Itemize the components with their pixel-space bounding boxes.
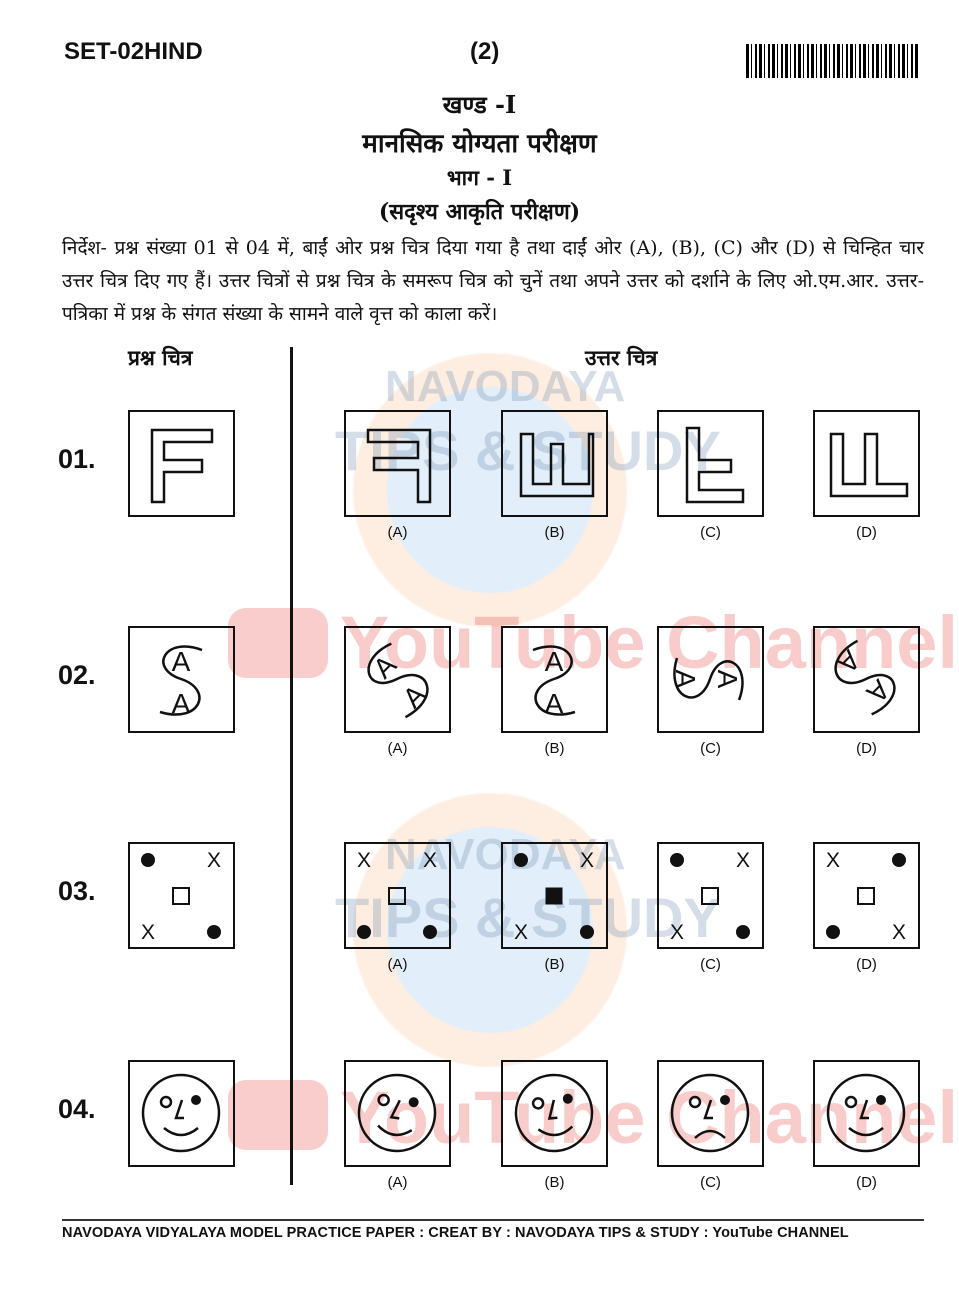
answer-figure-smiley-face[interactable] bbox=[344, 1060, 451, 1167]
option-label: (A) bbox=[387, 1174, 408, 1191]
svg-text:X: X bbox=[357, 849, 371, 872]
answer-figure-smiley-face[interactable] bbox=[501, 1060, 608, 1167]
footer-text: NAVODAYA VIDYALAYA MODEL PRACTICE PAPER … bbox=[62, 1225, 849, 1241]
option-label: (B) bbox=[544, 524, 565, 541]
barcode bbox=[746, 44, 918, 78]
option-label: (D) bbox=[856, 1174, 877, 1191]
dots-crosses-icon: XX bbox=[670, 849, 750, 944]
youtube-play-icon bbox=[228, 608, 328, 678]
svg-text:X: X bbox=[736, 849, 750, 872]
subject-title: मानसिक योग्यता परीक्षण bbox=[362, 129, 597, 159]
question-number: 03. bbox=[58, 876, 96, 906]
answer-figure-smiley-face[interactable] bbox=[657, 1060, 764, 1167]
option-label: (A) bbox=[387, 740, 408, 757]
option-label: (C) bbox=[700, 1174, 721, 1191]
smiley-face-icon bbox=[357, 1073, 437, 1153]
watermark-sun-icon bbox=[330, 770, 650, 1090]
option-label: (A) bbox=[387, 524, 408, 541]
dots-crosses-icon: XX bbox=[141, 849, 221, 944]
svg-text:A: A bbox=[172, 688, 191, 719]
watermark-text: TIPS & STUDY bbox=[335, 886, 721, 949]
part-title: भाग - I bbox=[446, 165, 513, 190]
option-label: (C) bbox=[700, 524, 721, 541]
question-figure-f-shape bbox=[128, 410, 235, 517]
answer-figure-f-shape[interactable] bbox=[344, 410, 451, 517]
watermark-youtube-text: YouTube Channel bbox=[340, 1076, 959, 1159]
svg-text:A: A bbox=[172, 646, 191, 677]
question-number: 01. bbox=[58, 444, 96, 474]
smiley-face-icon bbox=[670, 1073, 750, 1153]
s-curve-letters-icon: AA bbox=[831, 639, 896, 716]
answer-figure-heading: उत्तर चित्र bbox=[585, 345, 658, 370]
svg-text:X: X bbox=[514, 921, 528, 944]
smiley-face-icon bbox=[141, 1073, 221, 1153]
svg-text:X: X bbox=[892, 921, 906, 944]
s-curve-letters-icon: AA bbox=[532, 645, 576, 719]
dots-crosses-icon: XX bbox=[514, 849, 594, 944]
subtitle: (सदृश्य आकृति परीक्षण) bbox=[378, 199, 581, 225]
option-label: (D) bbox=[856, 956, 877, 973]
svg-text:X: X bbox=[826, 849, 840, 872]
option-label: (B) bbox=[544, 740, 565, 757]
option-label: (A) bbox=[387, 956, 408, 973]
smiley-face-icon bbox=[514, 1073, 594, 1153]
watermark-text: NAVODAYA bbox=[385, 362, 626, 411]
answer-figure-f-shape[interactable] bbox=[501, 410, 608, 517]
watermark-text: NAVODAYA bbox=[385, 830, 626, 879]
f-shape-icon bbox=[829, 432, 909, 498]
f-shape-icon bbox=[366, 428, 432, 504]
question-figure-heading: प्रश्न चित्र bbox=[128, 345, 193, 370]
answer-figure-f-shape[interactable] bbox=[657, 410, 764, 517]
answer-figure-smiley-face[interactable] bbox=[813, 1060, 920, 1167]
svg-text:A: A bbox=[670, 670, 701, 689]
section-title: खण्ड -I bbox=[442, 90, 517, 119]
svg-text:X: X bbox=[670, 921, 684, 944]
svg-text:X: X bbox=[423, 849, 437, 872]
option-label: (C) bbox=[700, 740, 721, 757]
question-figure-smiley-face bbox=[128, 1060, 235, 1167]
s-curve-letters-icon: AA bbox=[159, 645, 203, 719]
option-label: (D) bbox=[856, 524, 877, 541]
question-number: 04. bbox=[58, 1094, 96, 1124]
svg-text:A: A bbox=[544, 688, 563, 719]
page-number: (2) bbox=[470, 38, 500, 65]
youtube-play-icon bbox=[228, 1080, 328, 1150]
svg-text:A: A bbox=[712, 670, 743, 689]
option-label: (B) bbox=[544, 1174, 565, 1191]
dots-crosses-icon: XX bbox=[826, 849, 906, 944]
f-shape-icon bbox=[150, 428, 214, 504]
svg-text:X: X bbox=[207, 849, 221, 872]
answer-figure-f-shape[interactable] bbox=[813, 410, 920, 517]
option-label: (C) bbox=[700, 956, 721, 973]
svg-text:X: X bbox=[141, 921, 155, 944]
s-curve-letters-icon: AA bbox=[670, 657, 744, 701]
option-label: (D) bbox=[856, 740, 877, 757]
watermark-sun-icon bbox=[330, 330, 650, 650]
footer-divider bbox=[62, 1219, 924, 1221]
option-label: (B) bbox=[544, 956, 565, 973]
column-divider bbox=[290, 347, 293, 1185]
svg-text:X: X bbox=[580, 849, 594, 872]
question-number: 02. bbox=[58, 660, 96, 690]
instructions: निर्देश- प्रश्न संख्या 01 से 04 में, बाई… bbox=[62, 237, 924, 325]
set-code: SET-02HIND bbox=[64, 38, 203, 65]
smiley-face-icon bbox=[826, 1073, 906, 1153]
s-curve-letters-icon: AA bbox=[367, 642, 432, 719]
f-shape-icon bbox=[685, 426, 745, 504]
f-shape-icon bbox=[519, 432, 595, 498]
svg-text:A: A bbox=[544, 646, 563, 677]
